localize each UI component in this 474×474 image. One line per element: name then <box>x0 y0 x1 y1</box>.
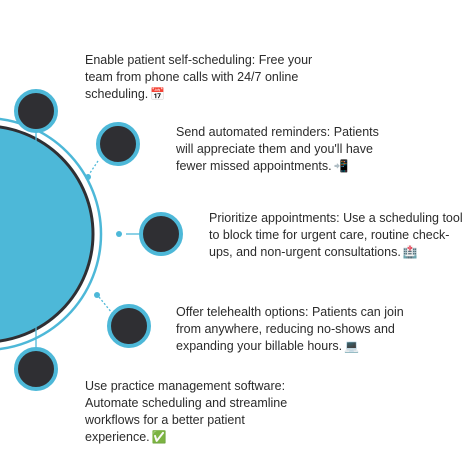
node-4 <box>107 304 151 348</box>
item-1-label: Enable patient self-scheduling: Free you… <box>85 53 313 101</box>
item-1-text: Enable patient self-scheduling: Free you… <box>85 52 313 103</box>
connector-4 <box>98 296 113 314</box>
node-1 <box>14 89 58 133</box>
item-3-label: Prioritize appointments: Use a schedulin… <box>209 211 463 259</box>
laptop-icon: 💻 <box>344 339 360 353</box>
hospital-icon: 🏥 <box>402 245 418 259</box>
node-3 <box>139 212 183 256</box>
item-5-label: Use practice management software: Automa… <box>85 379 288 444</box>
connector-dot-2 <box>85 174 91 180</box>
connector-dot-4 <box>94 292 100 298</box>
big-circle <box>0 125 95 343</box>
mobile-phone-arrow-icon: 📲 <box>333 159 349 173</box>
calendar-icon: 📅 <box>150 87 166 101</box>
connector-dot-1 <box>33 157 39 163</box>
node-5 <box>14 347 58 391</box>
connector-dot-5 <box>33 313 39 319</box>
item-2-text: Send automated reminders: Patients will … <box>176 124 398 175</box>
node-2 <box>96 122 140 166</box>
connectors <box>33 131 139 348</box>
item-2-label: Send automated reminders: Patients will … <box>176 125 379 173</box>
big-circle-outer-ring <box>0 117 103 351</box>
item-4-text: Offer telehealth options: Patients can j… <box>176 304 416 355</box>
item-4-label: Offer telehealth options: Patients can j… <box>176 305 404 353</box>
check-mark-icon: ✅ <box>151 430 167 444</box>
connector-2 <box>87 160 99 177</box>
connector-dot-3 <box>116 231 122 237</box>
item-5-text: Use practice management software: Automa… <box>85 378 321 446</box>
item-3-text: Prioritize appointments: Use a schedulin… <box>209 210 471 261</box>
